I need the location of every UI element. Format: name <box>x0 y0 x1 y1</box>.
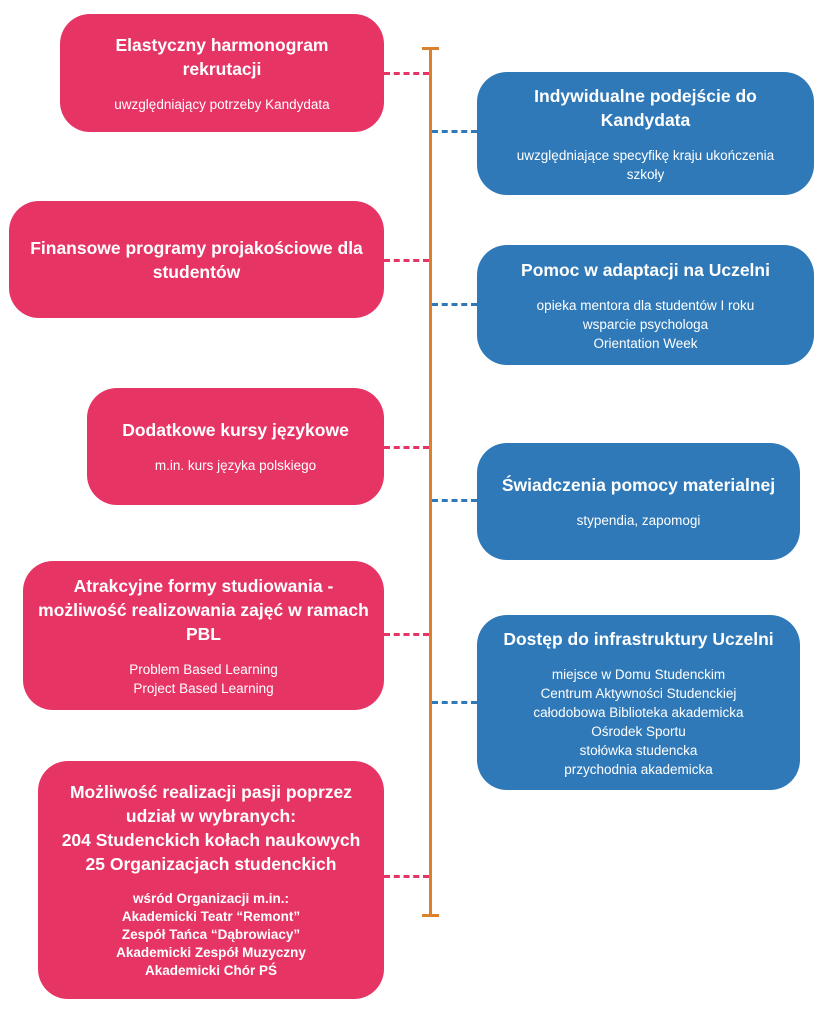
connector-right-4 <box>432 701 477 704</box>
title-line: Możliwość realizacji pasji poprzez <box>69 782 352 802</box>
title-line: Atrakcyjne formy studiowania - <box>73 575 334 596</box>
timeline-top-cap <box>422 47 439 50</box>
detail-line: Centrum Aktywności Studenckiej <box>540 685 737 701</box>
detail-line: szkoły <box>626 166 665 182</box>
detail-line: przychodnia akademicka <box>564 761 713 777</box>
box-title: Możliwość realizacji pasji poprzez udzia… <box>62 780 361 876</box>
title-line: udział w wybranych: <box>125 806 297 826</box>
box-details: stypendia, zapomogi <box>577 511 701 530</box>
detail-line: Problem Based Learning <box>129 661 278 677</box>
box-title: Elastyczny harmonogram rekrutacji <box>116 33 329 81</box>
detail-line: Project Based Learning <box>133 680 274 696</box>
box-title: Dodatkowe kursy językowe <box>122 418 349 442</box>
box-details: uwzględniające specyfikę kraju ukończeni… <box>517 146 774 184</box>
title-line: Finansowe programy projakościowe dla <box>30 237 363 258</box>
box-title: Indywidualne podejście do Kandydata <box>534 84 757 132</box>
detail-line: m.in. kurs języka polskiego <box>154 458 317 473</box>
detail-line: całodobowa Biblioteka akademicka <box>533 704 744 720</box>
title-line: możliwość realizowania zajęć w ramach <box>38 599 369 620</box>
title-line: 25 Organizacjach studenckich <box>85 854 337 874</box>
detail-line: Zespół Tańca “Dąbrowiacy” <box>121 927 301 942</box>
box-details: wśród Organizacji m.in.: Akademicki Teat… <box>116 890 306 980</box>
connector-right-3 <box>432 499 477 502</box>
detail-line: wsparcie psychologa <box>582 316 709 332</box>
detail-line: uwzględniający potrzeby Kandydata <box>114 96 330 112</box>
box-title: Świadczenia pomocy materialnej <box>502 473 775 497</box>
box-title: Pomoc w adaptacji na Uczelni <box>521 258 770 282</box>
title-line: rekrutacji <box>182 58 262 79</box>
detail-line: opieka mentora dla studentów I roku <box>536 297 755 313</box>
connector-left-3 <box>384 446 429 449</box>
right-box-material-aid: Świadczenia pomocy materialnej stypendia… <box>477 443 800 560</box>
right-box-adaptation: Pomoc w adaptacji na Uczelni opieka ment… <box>477 245 814 365</box>
detail-line: miejsce w Domu Studenckim <box>551 666 726 682</box>
connector-left-2 <box>384 259 429 262</box>
left-box-schedule: Elastyczny harmonogram rekrutacji uwzglę… <box>60 14 384 132</box>
left-box-programs: Finansowe programy projakościowe dla stu… <box>9 201 384 318</box>
timeline-axis <box>429 48 432 916</box>
detail-line: Akademicki Zespół Muzyczny <box>116 945 306 960</box>
box-title: Finansowe programy projakościowe dla stu… <box>30 236 363 284</box>
detail-line: Akademicki Chór PŚ <box>144 963 278 978</box>
box-details: miejsce w Domu Studenckim Centrum Aktywn… <box>533 665 743 779</box>
title-line: Dostęp do infrastruktury Uczelni <box>503 628 774 649</box>
box-details: opieka mentora dla studentów I roku wspa… <box>537 296 755 353</box>
left-box-passions: Możliwość realizacji pasji poprzez udzia… <box>38 761 384 999</box>
right-box-individual: Indywidualne podejście do Kandydata uwzg… <box>477 72 814 195</box>
title-line: studentów <box>152 261 241 282</box>
connector-left-1 <box>384 72 429 75</box>
title-line: Dodatkowe kursy językowe <box>122 420 349 440</box>
detail-line: stypendia, zapomogi <box>576 513 701 528</box>
connector-left-4 <box>384 633 429 636</box>
connector-left-5 <box>384 875 429 878</box>
title-line: Kandydata <box>600 109 691 130</box>
detail-line: Orientation Week <box>593 335 698 351</box>
right-box-infrastructure: Dostęp do infrastruktury Uczelni miejsce… <box>477 615 800 790</box>
detail-line: Ośrodek Sportu <box>591 723 686 739</box>
box-title: Dostęp do infrastruktury Uczelni <box>503 627 773 651</box>
connector-right-2 <box>432 303 477 306</box>
box-details: m.in. kurs języka polskiego <box>155 456 316 475</box>
title-line: 204 Studenckich kołach naukowych <box>61 830 361 850</box>
box-details: uwzględniający potrzeby Kandydata <box>114 95 329 114</box>
detail-line: Akademicki Teatr “Remont” <box>121 909 301 924</box>
left-box-language: Dodatkowe kursy językowe m.in. kurs języ… <box>87 388 384 505</box>
timeline-bottom-cap <box>422 914 439 917</box>
box-details: Problem Based Learning Project Based Lea… <box>129 660 278 698</box>
box-title: Atrakcyjne formy studiowania - możliwość… <box>38 574 369 646</box>
connector-right-1 <box>432 130 477 133</box>
title-line: Świadczenia pomocy materialnej <box>501 475 776 495</box>
detail-line: uwzględniające specyfikę kraju ukończeni… <box>516 147 775 163</box>
title-line: Indywidualne podejście do <box>534 85 757 106</box>
detail-line: wśród Organizacji m.in.: <box>132 891 290 906</box>
title-line: PBL <box>185 623 221 644</box>
title-line: Elastyczny harmonogram <box>115 34 329 55</box>
detail-line: stołówka studencka <box>579 742 698 758</box>
left-box-pbl: Atrakcyjne formy studiowania - możliwość… <box>23 561 384 710</box>
title-line: Pomoc w adaptacji na Uczelni <box>521 259 770 280</box>
